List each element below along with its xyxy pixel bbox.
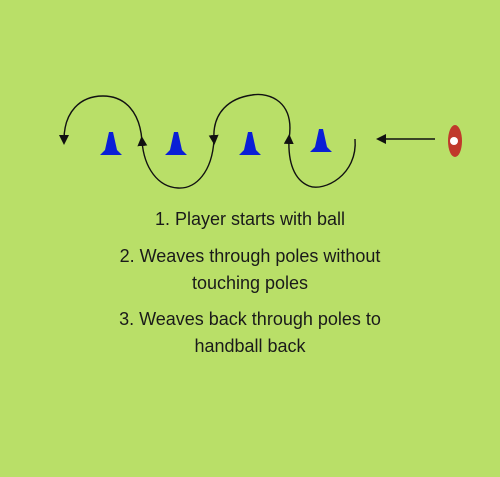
cone-icon [100,132,122,155]
cone-icon [165,132,187,155]
instruction-step-3: 3. Weaves back through poles to handball… [0,306,500,360]
instruction-text: 2. Weaves through poles without [119,246,381,266]
instruction-text: touching poles [191,273,309,293]
instruction-text: 3. Weaves back through poles to [119,309,381,329]
cone-icon [310,129,332,152]
instruction-text: handball back [194,336,306,356]
instruction-step-1: 1. Player starts with ball [0,206,500,233]
weave-path [59,93,356,189]
instruction-text: 1. Player starts with ball [154,209,346,229]
instruction-step-2: 2. Weaves through poles without touching… [0,243,500,297]
cone-icon [239,132,261,155]
ball-icon [448,125,462,157]
